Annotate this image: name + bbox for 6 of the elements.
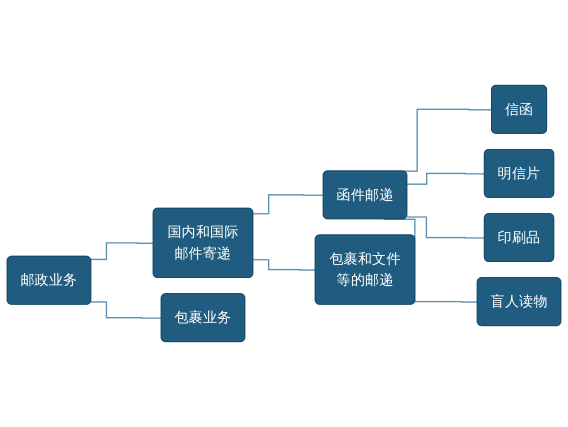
connector [90,242,154,260]
connector [253,259,316,271]
connector [253,194,324,214]
connector [90,301,162,319]
connector [406,216,485,239]
connector [407,172,485,185]
